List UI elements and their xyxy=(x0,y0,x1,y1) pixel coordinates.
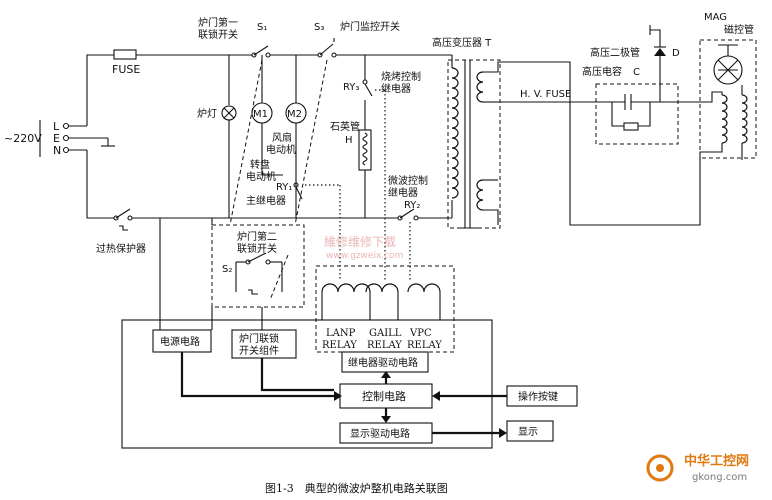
relay-ry2-contact xyxy=(397,208,419,280)
label-mw-relay-b: 继电器 xyxy=(388,186,418,199)
gear-hub-icon xyxy=(656,464,664,472)
label-turntable-a: 转盘 xyxy=(250,158,270,171)
figure-caption: 图1-3 典型的微波炉整机电路关联图 xyxy=(265,481,448,495)
label-m1: M1 xyxy=(253,109,268,120)
watermark-url: www.gzweix.com xyxy=(326,251,403,261)
magnetron xyxy=(699,39,757,180)
label-m2: M2 xyxy=(287,109,302,120)
label-relay-grill-a: GAILL xyxy=(369,328,402,339)
label-grill-relay-b: 继电器 xyxy=(381,82,411,95)
relay-block xyxy=(315,265,455,353)
label-grill-relay-a: 烧烤控制 xyxy=(381,70,421,83)
label-relay-lamp-b: RELAY xyxy=(322,340,357,351)
label-voltage: ~220V xyxy=(4,132,42,145)
label-door-interlock-2-b: 联锁开关 xyxy=(237,242,277,255)
power-circuit-label: 电源电路 xyxy=(160,335,200,348)
label-fan-motor-b: 电动机 xyxy=(266,143,296,156)
label-relay-lamp-a: LANP xyxy=(326,328,356,339)
control-board xyxy=(121,319,578,449)
label-mag: MAG xyxy=(704,12,727,23)
label-ry1: RY₁ xyxy=(276,182,292,193)
label-door-interlock-1-b: 联锁开关 xyxy=(198,28,238,41)
label-s1: S₁ xyxy=(257,22,267,33)
label-s2: S₂ xyxy=(222,264,232,275)
second-interlock xyxy=(211,218,305,308)
quartz-branch xyxy=(358,55,386,280)
label-thermal-protector: 过热保护器 xyxy=(96,242,146,255)
relay-ry1-contact xyxy=(293,182,341,280)
label-n: N xyxy=(53,144,61,157)
label-door-interlock-1-a: 炉门第一 xyxy=(198,16,238,29)
label-fuse: FUSE xyxy=(112,63,140,76)
label-door-interlock-2-a: 炉门第二 xyxy=(237,230,277,243)
label-hv-transformer: 高压变压器 T xyxy=(432,36,492,49)
lamp-branch xyxy=(221,55,237,218)
label-ry2: RY₂ xyxy=(404,200,420,211)
watermark-cn: 維修维修下载 xyxy=(324,234,396,249)
interlock-assembly-label-b: 开关组件 xyxy=(239,344,279,357)
interlock-links xyxy=(229,59,328,301)
label-mw-relay-a: 微波控制 xyxy=(388,174,428,187)
gear-icon xyxy=(646,454,674,482)
label-hv-diode: 高压二极管 xyxy=(590,46,640,59)
label-quartz-a: 石英管 xyxy=(330,120,360,133)
label-relay-vpc-b: RELAY xyxy=(407,340,442,351)
label-l: L xyxy=(53,120,60,133)
supply-terminals xyxy=(39,120,115,157)
label-fan-motor-a: 风扇 xyxy=(272,131,292,144)
switch-s1 xyxy=(251,45,271,58)
label-hv-capacitor: 高压电容 xyxy=(582,65,622,78)
label-lamp: 炉灯 xyxy=(197,108,217,120)
label-relay-vpc-a: VPC xyxy=(409,328,432,339)
display-driver-label: 显示驱动电路 xyxy=(350,427,410,440)
switch-s3 xyxy=(317,38,337,58)
label-e: E xyxy=(53,132,60,145)
label-main-relay: 主继电器 xyxy=(246,194,286,207)
control-arrows xyxy=(159,218,507,438)
label-capacitor-c: C xyxy=(633,67,640,78)
interlock-assembly-label-a: 炉门联锁 xyxy=(239,332,279,345)
thermal-protector xyxy=(113,208,133,231)
label-quartz-b: H xyxy=(345,135,353,146)
bottom-rail xyxy=(86,150,453,219)
motor-branch xyxy=(251,55,307,218)
label-turntable-b: 电动机 xyxy=(246,170,276,183)
hv-section: H. V. FUSE xyxy=(498,25,701,226)
label-door-monitor: 炉门监控开关 xyxy=(340,20,400,33)
logo-url: gkong.com xyxy=(692,472,747,483)
label-hv-fuse: H. V. FUSE xyxy=(520,89,571,100)
logo-name: 中华工控网 xyxy=(684,453,749,469)
control-circuit-label: 控制电路 xyxy=(362,389,406,403)
hv-transformer xyxy=(447,59,571,229)
top-rail xyxy=(86,49,453,126)
display-label: 显示 xyxy=(518,426,538,438)
label-relay-grill-b: RELAY xyxy=(367,340,402,351)
gkong-logo xyxy=(646,454,674,482)
relay-driver-label: 继电器驱动电路 xyxy=(348,356,418,369)
keypad-label: 操作按键 xyxy=(518,390,558,403)
label-diode-d: D xyxy=(672,48,680,59)
label-ry3: RY₃ xyxy=(343,82,359,93)
label-s3: S₃ xyxy=(314,22,324,33)
label-magnetron: 磁控管 xyxy=(724,23,754,36)
